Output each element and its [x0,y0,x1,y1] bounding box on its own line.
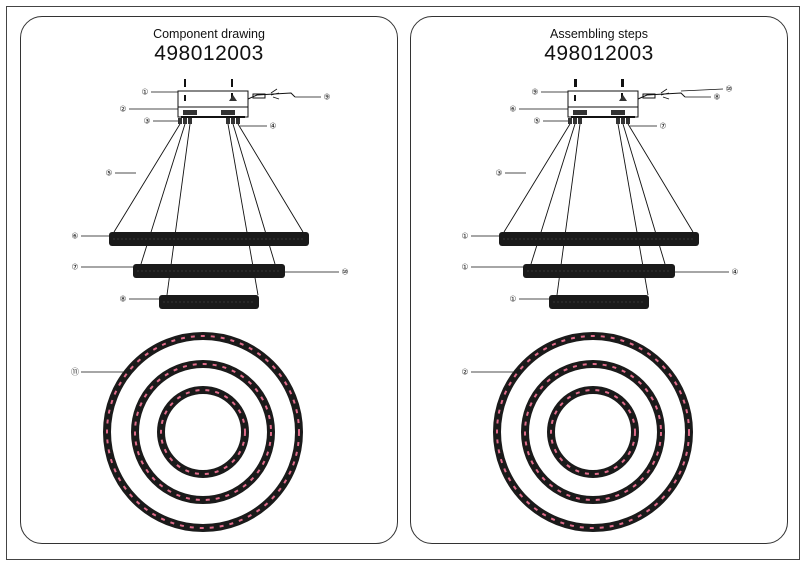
callout-cable-top: ⑩ [725,85,732,94]
model-number: 498012003 [154,42,264,65]
callout-cable: ⑨ [323,93,330,102]
callout-ring-mid-right: ④ [731,268,738,277]
canopy-assembly [567,79,686,124]
callout-cable: ⑧ [713,93,720,102]
model-number: 498012003 [544,42,654,65]
page-frame [6,6,800,560]
callout-clamp-right: ⑦ [659,122,666,131]
callout-ring-top: ① [461,232,468,241]
callout-ring-top: ⑥ [71,232,78,241]
callout-wire: ③ [495,169,502,178]
assembling-steps-panel: Assembling steps 498012003 [410,16,788,544]
component-drawing-panel: Component drawing 498012003 [20,16,398,544]
callout-ring-mid: ⑦ [71,263,78,272]
assembly-diagram: ⑨ ⑥ ⑤ ⑦ ③ ① ① ① ⑧ ⑩ ④ ② [461,79,739,532]
callout-driver: ⑨ [531,88,538,97]
canopy-assembly [177,79,296,124]
callout-ring-mid: ① [461,263,468,272]
ring-top-view [103,332,303,532]
callout-clamp-left: ⑤ [533,117,540,126]
callout-canopy: ⑥ [509,105,516,114]
callout-clamp-left: ③ [143,117,150,126]
component-diagram: ① ② ③ ④ ⑤ ⑥ ⑦ ⑧ ⑨ ⑩ ⑪ [71,79,349,532]
callout-clamp-right: ④ [269,122,276,131]
callout-driver: ① [141,88,148,97]
callout-ring-view: ② [461,368,468,377]
callout-ring-view: ⑪ [71,368,79,377]
callout-ring-mid-right: ⑩ [341,268,348,277]
callout-ring-bottom: ⑧ [119,295,126,304]
callout-ring-bottom: ① [509,295,516,304]
ring-top-view [493,332,693,532]
callout-wire: ⑤ [105,169,112,178]
panel-title: Component drawing [153,27,265,41]
panel-title: Assembling steps [550,27,648,41]
callout-canopy: ② [119,105,126,114]
